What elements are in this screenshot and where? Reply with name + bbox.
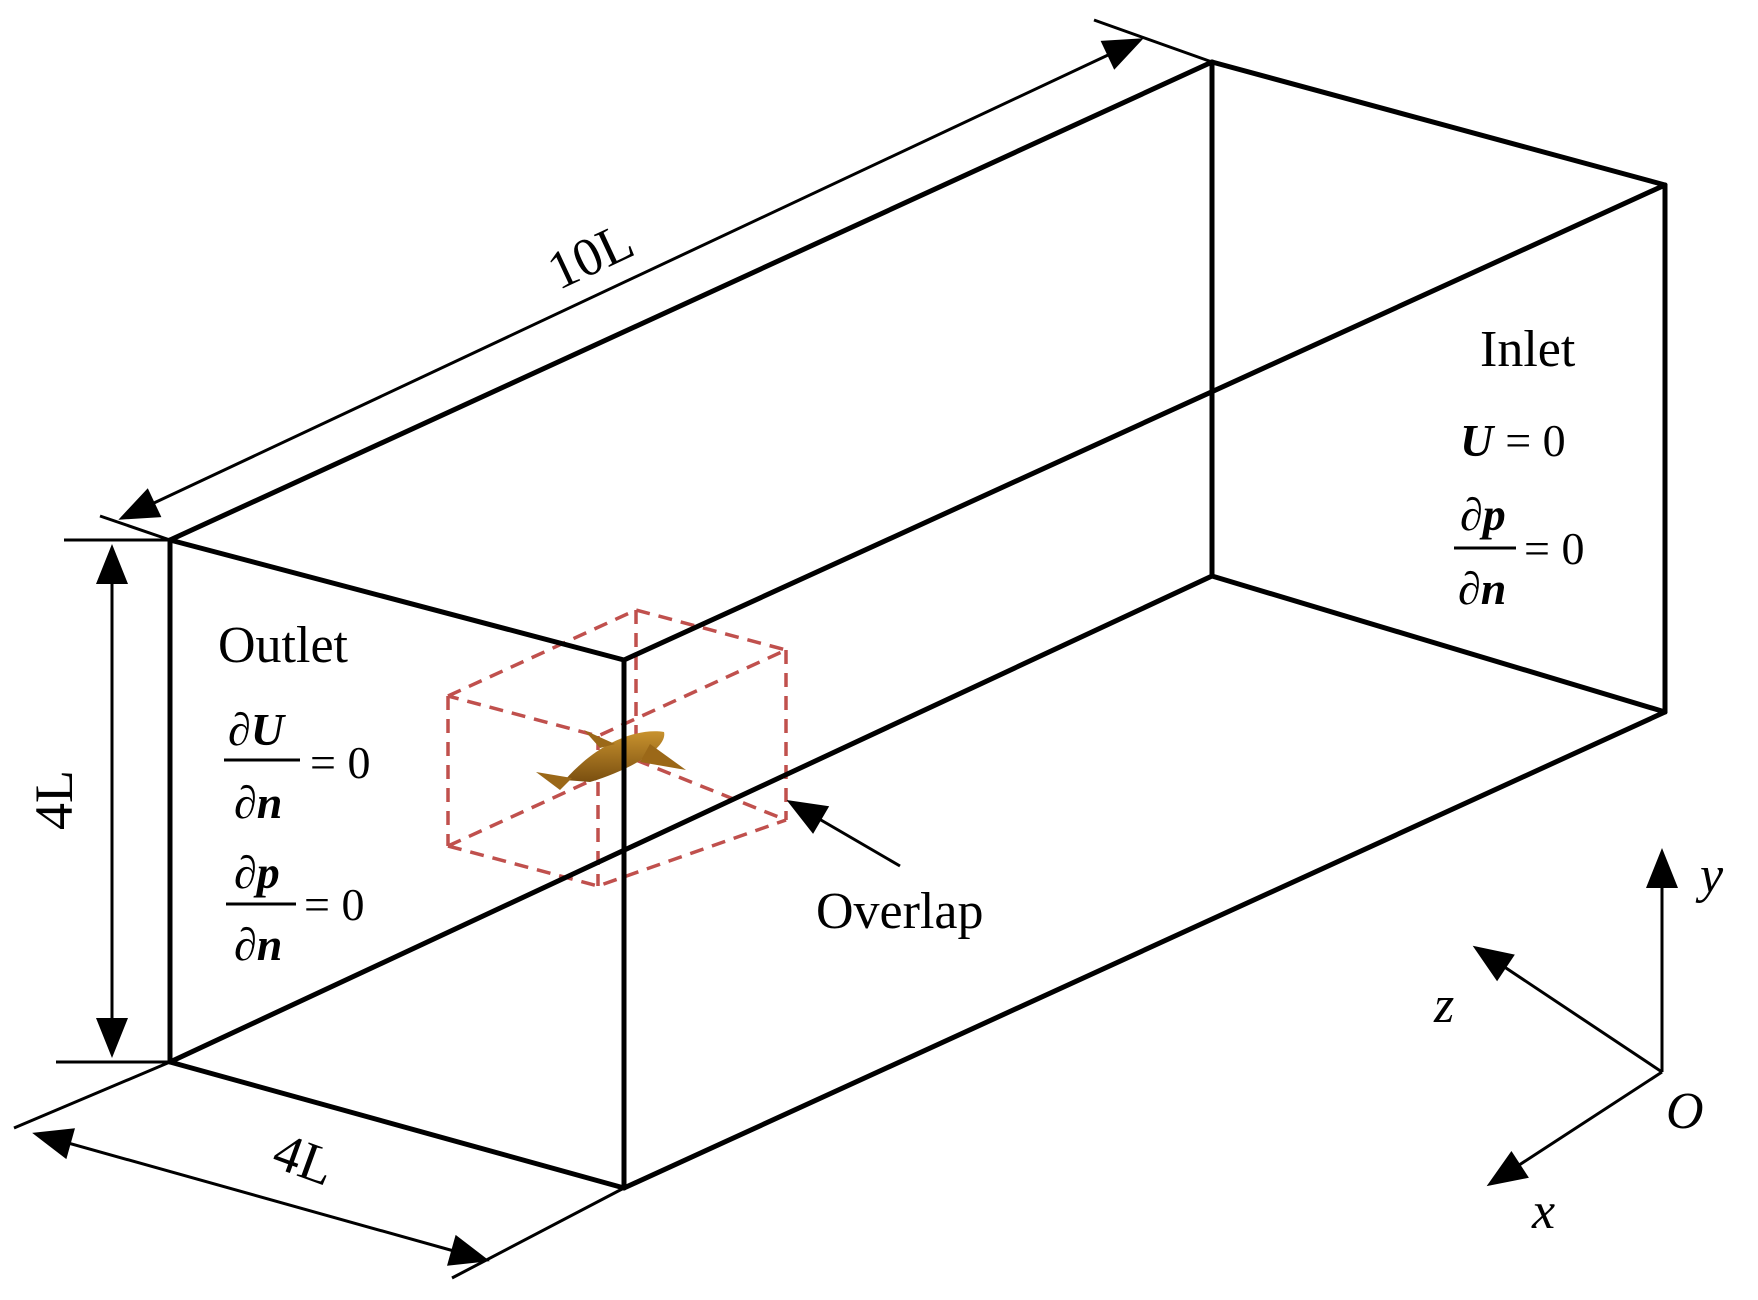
outlet-eq2-numerator: ∂p (234, 847, 280, 898)
length-dimension: 10L (99, 18, 1213, 542)
inlet-title: Inlet (1480, 321, 1576, 378)
outlet-eq1-rhs: = 0 (310, 737, 370, 788)
height-label: 4L (24, 770, 84, 830)
length-label: 10L (538, 210, 642, 301)
overlap-annotation: Overlap (786, 799, 983, 940)
inlet-eq2-denominator: ∂n (1458, 563, 1506, 614)
origin-label: O (1666, 1083, 1704, 1140)
height-dimension: 4L (24, 538, 170, 1064)
axis-y-label: y (1695, 847, 1724, 904)
inlet-conditions: Inlet U= 0 ∂p ∂n = 0 (1454, 321, 1584, 614)
width-label: 4L (266, 1121, 343, 1198)
outlet-conditions: Outlet ∂U ∂n = 0 ∂p ∂n = 0 (218, 617, 370, 970)
coordinate-axes: y z x O (1433, 847, 1724, 1240)
axis-x-label: x (1531, 1183, 1555, 1240)
fish-model-icon (536, 730, 686, 790)
outlet-eq2-rhs: = 0 (304, 879, 364, 930)
outlet-eq1-numerator: ∂U (228, 704, 287, 755)
inlet-eq2-numerator: ∂p (1460, 489, 1506, 540)
width-dimension: 4L (13, 1060, 625, 1280)
inlet-eq2-rhs: = 0 (1524, 523, 1584, 574)
overlap-label: Overlap (816, 883, 983, 940)
axis-z-label: z (1433, 977, 1454, 1034)
outlet-eq2-denominator: ∂n (234, 919, 282, 970)
outlet-eq1-denominator: ∂n (234, 777, 282, 828)
outlet-title: Outlet (218, 617, 349, 674)
inlet-eq1: U= 0 (1460, 415, 1566, 466)
